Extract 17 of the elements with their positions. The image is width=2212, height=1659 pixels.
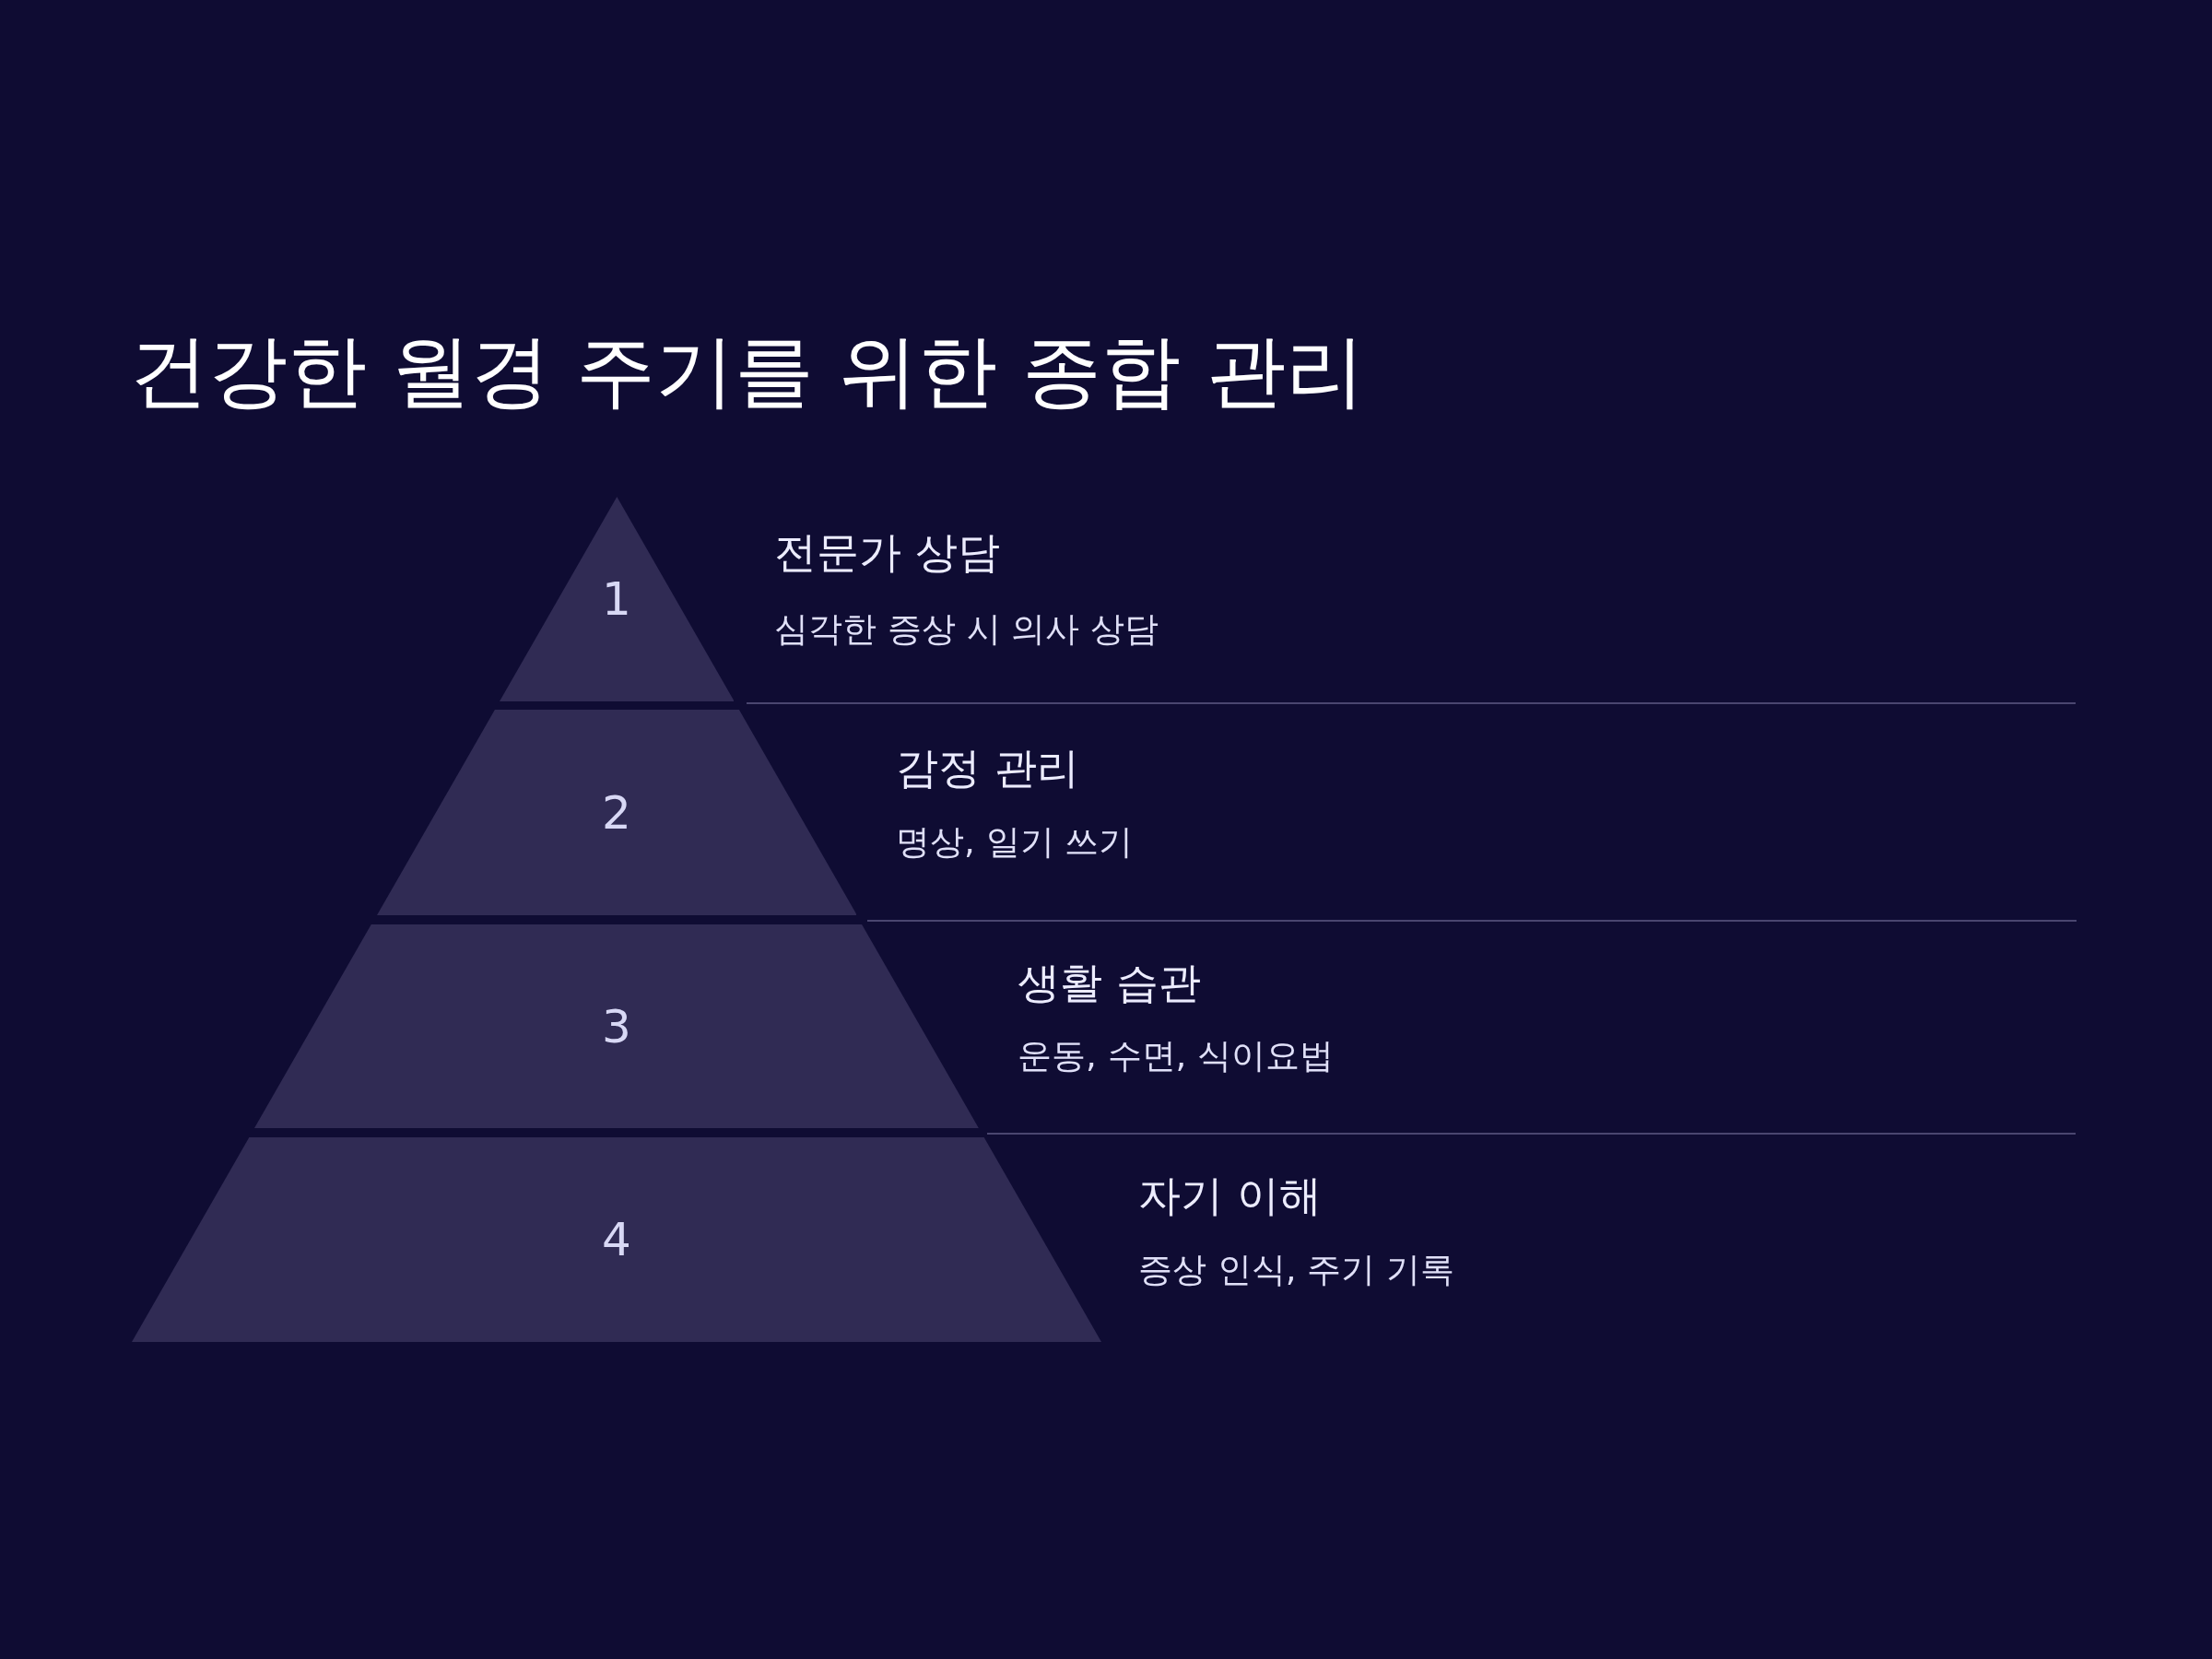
tier-description: 명상, 일기 쓰기 [896,821,1134,864]
tier-number: 2 [602,785,631,840]
tier-heading: 자기 이해 [1138,1170,1322,1222]
tier-number: 4 [602,1213,631,1266]
tier-number: 1 [602,572,631,626]
pyramid-tier [376,710,857,915]
tier-description: 심각한 증상 시 의사 상담 [774,608,1159,651]
tier-heading: 전문가 상담 [774,526,1000,579]
tier-number: 3 [602,999,631,1053]
tier-description: 운동, 수면, 식이요법 [1018,1035,1335,1077]
pyramid-tier [132,1137,1101,1342]
title: 건강한 월경 주기를 위한 종합 관리 [129,324,1365,418]
tier-description: 증상 인식, 주기 기록 [1138,1249,1455,1291]
pyramid-tier [499,497,735,701]
tier-heading: 감정 관리 [896,742,1079,794]
tier-heading: 생활 습관 [1018,957,1201,1009]
pyramid-tier [254,924,979,1128]
